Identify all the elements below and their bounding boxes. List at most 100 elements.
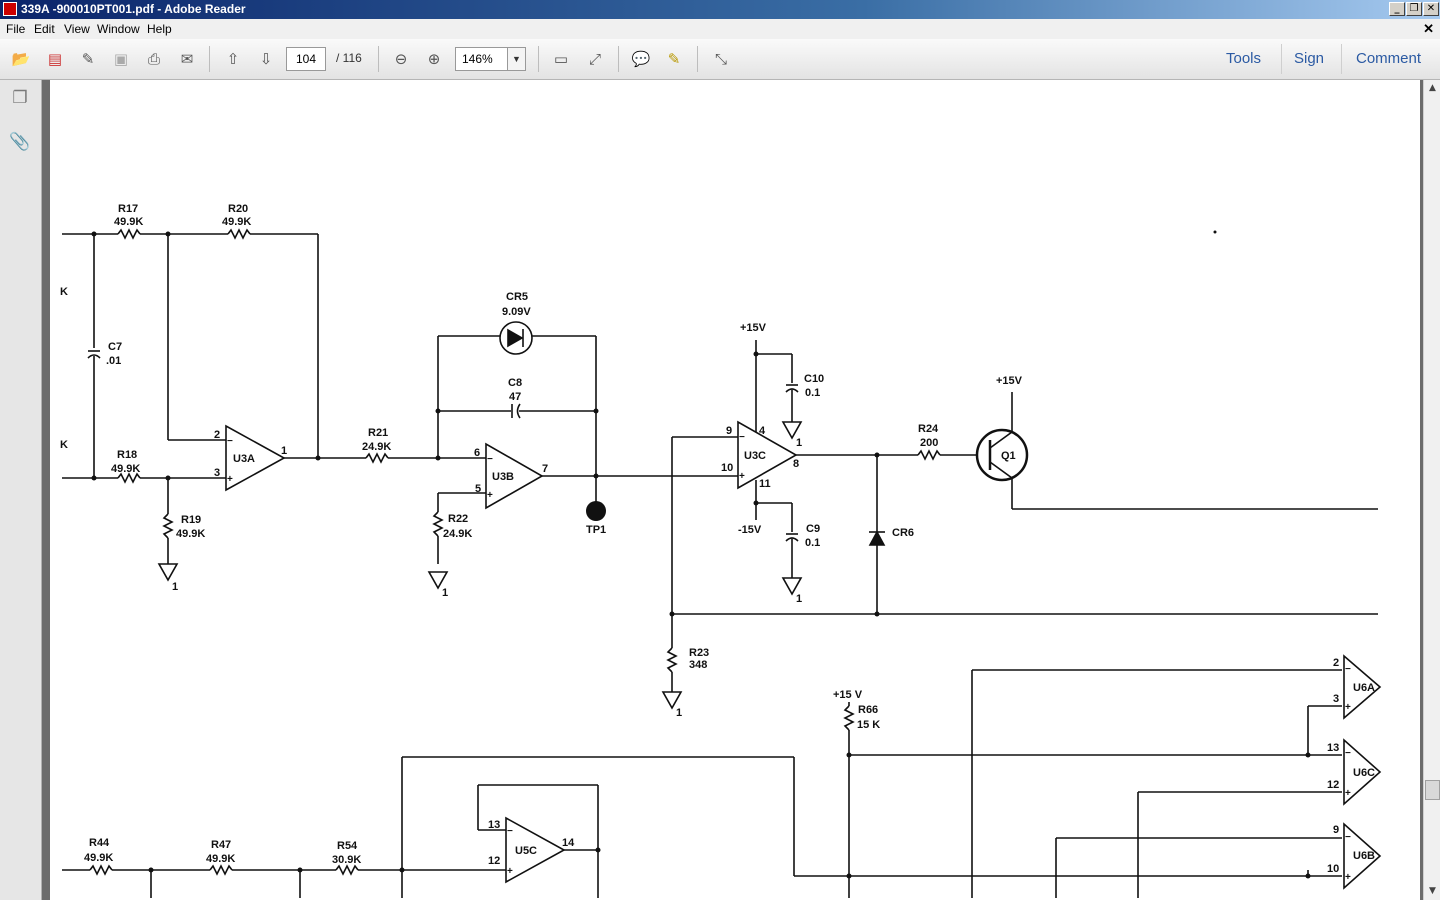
label-r19: R19: [181, 514, 201, 526]
zoom-out-icon[interactable]: ⊖: [394, 50, 408, 68]
svg-text:+: +: [739, 471, 745, 482]
label-plus15v: +15V: [740, 322, 767, 334]
label-gnd: 1: [172, 581, 178, 593]
sticky-note-icon[interactable]: 💬: [631, 50, 651, 68]
page-total: / 116: [336, 51, 362, 65]
menu-file[interactable]: File: [6, 22, 26, 36]
label-u5c: U5C: [515, 845, 537, 857]
label-u5c-pin: 12: [488, 855, 500, 867]
label-edge-k2: K: [60, 439, 68, 451]
page-number-input[interactable]: 104: [286, 47, 326, 71]
window-title: 339A -900010PT001.pdf - Adobe Reader: [21, 2, 246, 16]
close-document-icon[interactable]: ✕: [1423, 21, 1434, 36]
svg-text:−: −: [507, 826, 513, 837]
label-u3c-pin: 11: [759, 478, 771, 490]
label-r44: R44: [89, 837, 110, 849]
scroll-down-icon[interactable]: ▼: [1424, 883, 1440, 900]
label-r19-value: 49.9K: [176, 528, 205, 540]
restore-button[interactable]: ❐: [1406, 2, 1422, 16]
full-screen-icon[interactable]: ⤡: [714, 50, 727, 68]
label-cr6: CR6: [892, 527, 914, 539]
scroll-up-icon[interactable]: ▲: [1424, 80, 1440, 97]
label-u6c-pin: 12: [1327, 779, 1339, 791]
label-r23: R23: [689, 647, 709, 659]
edit-icon[interactable]: ✎: [81, 50, 95, 68]
label-u6b-pin: 9: [1333, 824, 1339, 836]
page-thumbnails-icon[interactable]: ❐: [12, 88, 28, 108]
next-page-icon[interactable]: ⇩: [259, 50, 273, 68]
comment-button[interactable]: Comment: [1356, 50, 1422, 67]
menu-view[interactable]: View: [64, 22, 90, 36]
label-c7-value: .01: [106, 355, 121, 367]
fit-page-icon[interactable]: ▭: [553, 50, 569, 68]
highlight-icon[interactable]: ✎: [667, 50, 681, 68]
separator: [1281, 44, 1282, 74]
label-u3c-pin: 8: [793, 458, 799, 470]
toolbar: 📂 ▤ ✎ ▣ ⎙ ✉ ⇧ ⇩ 104 / 116 ⊖ ⊕ 146% ▼ ▭ ⤢…: [0, 39, 1440, 80]
label-c9: C9: [806, 523, 820, 535]
label-u3c: U3C: [744, 450, 766, 462]
label-r20-value: 49.9K: [222, 216, 251, 228]
zoom-input[interactable]: 146%: [455, 47, 515, 71]
attachments-icon[interactable]: 📎: [9, 132, 31, 152]
save-icon[interactable]: ▣: [113, 50, 129, 68]
label-u3b-pin: 7: [542, 463, 548, 475]
title-bar: 339A -900010PT001.pdf - Adobe Reader _ ❐…: [0, 0, 1440, 19]
label-r47-value: 49.9K: [206, 853, 235, 865]
svg-text:+: +: [1345, 872, 1351, 883]
label-edge-k: K: [60, 286, 68, 298]
label-r23-value: 348: [689, 659, 707, 671]
tools-button[interactable]: Tools: [1226, 50, 1262, 67]
label-tp1: TP1: [586, 524, 606, 536]
zoom-in-icon[interactable]: ⊕: [427, 50, 441, 68]
minimize-button[interactable]: _: [1389, 2, 1405, 16]
fit-width-icon[interactable]: ⤢: [588, 50, 601, 68]
menu-window[interactable]: Window: [97, 22, 140, 36]
label-u3b: U3B: [492, 471, 514, 483]
print-icon[interactable]: ⎙: [147, 50, 160, 68]
svg-text:+: +: [1345, 702, 1351, 713]
label-c8: C8: [508, 377, 522, 389]
label-cr5: CR5: [506, 291, 528, 303]
label-u3a-pin: 3: [214, 467, 220, 479]
create-pdf-icon[interactable]: ▤: [47, 50, 63, 68]
email-icon[interactable]: ✉: [180, 50, 194, 68]
label-u3a: U3A: [233, 453, 255, 465]
label-r18: R18: [117, 449, 137, 461]
label-r24: R24: [918, 423, 939, 435]
label-u3a-pin: 1: [281, 445, 287, 457]
label-r22: R22: [448, 513, 468, 525]
svg-text:+: +: [227, 474, 233, 485]
svg-text:−: −: [1345, 832, 1351, 843]
vertical-scrollbar[interactable]: ▲ ▼: [1423, 80, 1440, 900]
label-minus15v: -15V: [738, 524, 762, 536]
menu-edit[interactable]: Edit: [34, 22, 55, 36]
label-r20: R20: [228, 203, 248, 215]
menu-bar: File Edit View Window Help ✕: [0, 19, 1440, 39]
schematic-diagram: R17 49.9K R20 49.9K K K C7 .01 R18 49.9K…: [60, 203, 1382, 898]
menu-help[interactable]: Help: [147, 22, 172, 36]
label-u3a-pin: 2: [214, 429, 220, 441]
label-c10-value: 0.1: [805, 387, 820, 399]
previous-page-icon[interactable]: ⇧: [226, 50, 240, 68]
zoom-dropdown-icon[interactable]: ▼: [507, 47, 526, 71]
close-window-button[interactable]: ✕: [1423, 2, 1439, 16]
sign-button[interactable]: Sign: [1294, 50, 1325, 67]
label-r18-value: 49.9K: [111, 463, 140, 475]
svg-text:−: −: [739, 432, 745, 443]
label-r66-value: 15 K: [857, 719, 880, 731]
open-icon[interactable]: 📂: [11, 50, 31, 68]
label-u6a-pin: 3: [1333, 693, 1339, 705]
svg-text:+: +: [487, 490, 493, 501]
separator: [618, 46, 619, 72]
label-c10: C10: [804, 373, 824, 385]
scrollbar-thumb[interactable]: [1425, 780, 1440, 800]
svg-text:−: −: [227, 436, 233, 447]
separator: [209, 46, 210, 72]
label-u3c-pin: 9: [726, 425, 732, 437]
separator: [378, 46, 379, 72]
label-r66: R66: [858, 704, 878, 716]
label-u6a-pin: 2: [1333, 657, 1339, 669]
svg-text:−: −: [487, 454, 493, 465]
label-q1: Q1: [1001, 450, 1016, 462]
